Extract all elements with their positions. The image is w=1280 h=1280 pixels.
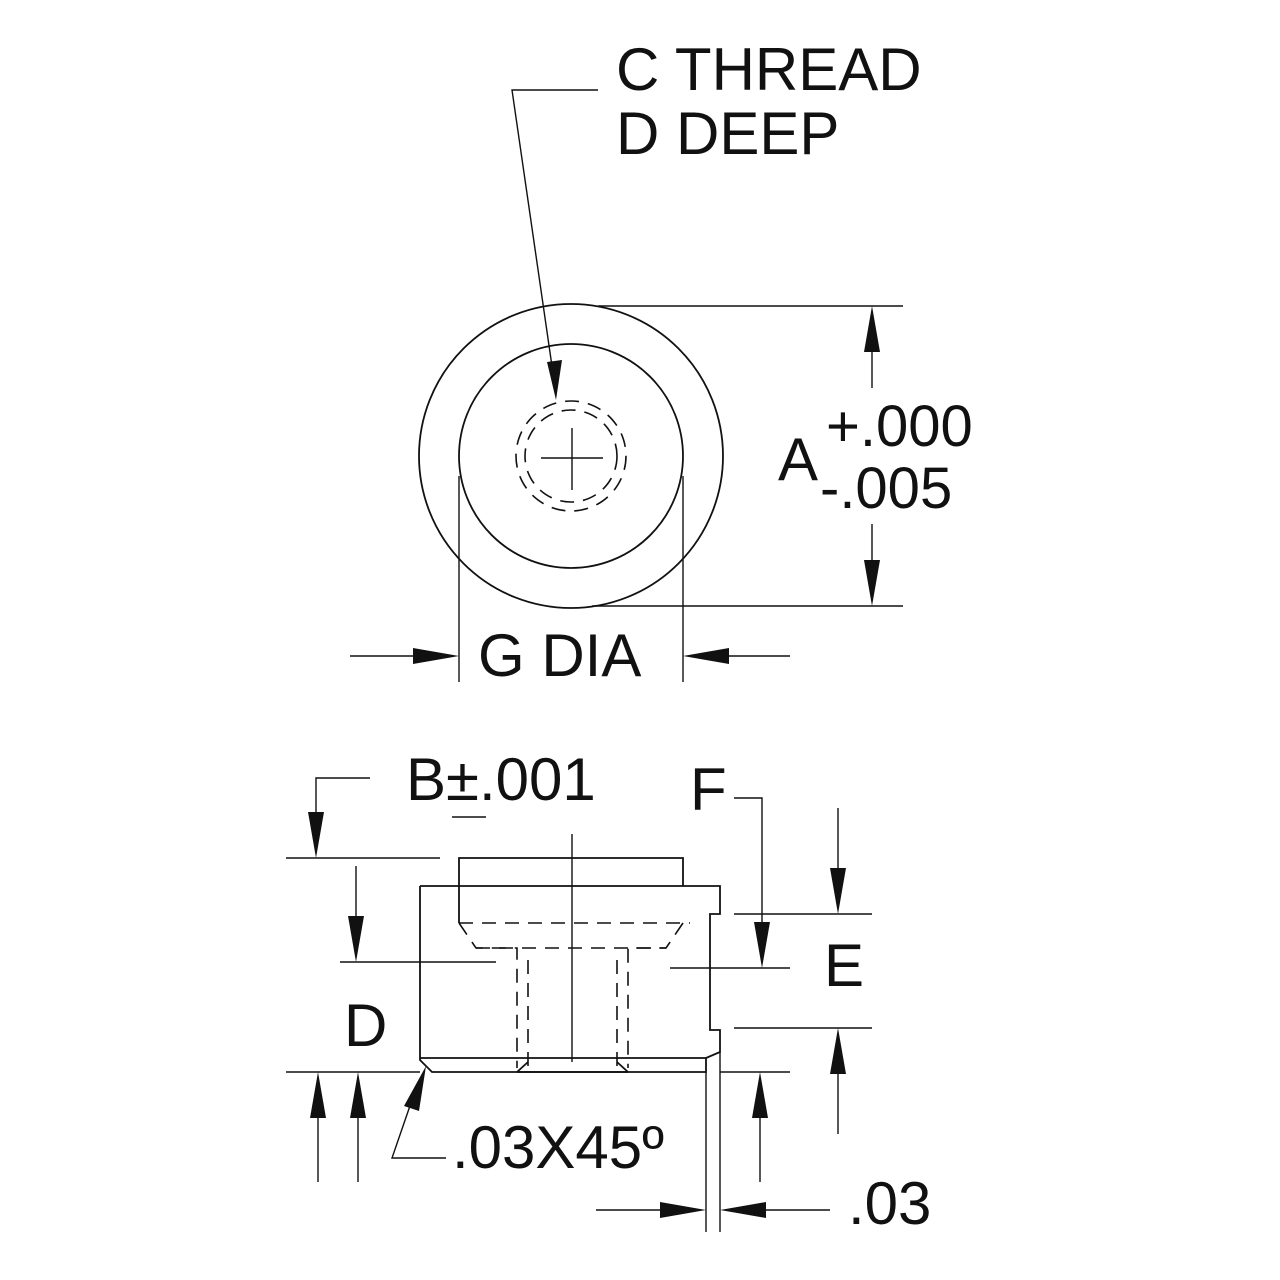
d-arrow-up-2 — [350, 1072, 366, 1118]
thread-leader — [511, 89, 598, 381]
counterbore-hidden-right — [627, 922, 684, 1068]
counterbore-hidden-left — [458, 922, 518, 1068]
thread-label-line1: C THREAD — [616, 36, 922, 103]
d-label: D — [344, 992, 387, 1059]
e-arrow-down — [830, 868, 846, 914]
chamfer-label: .03X45º — [452, 1114, 664, 1181]
body-outline — [419, 885, 721, 1073]
b-arrow-down-2 — [348, 916, 364, 962]
a-letter-label: A — [778, 426, 818, 493]
b-leader — [315, 777, 370, 820]
a-tolerance-minus: -.005 — [820, 456, 952, 521]
e-label: E — [824, 932, 864, 999]
bore-chamfer-right — [616, 1061, 629, 1073]
g-dia-label: G DIA — [478, 622, 641, 689]
thread-hidden-circle — [515, 400, 627, 512]
d-arrow-up-1 — [310, 1072, 326, 1118]
dim03-arrow-up — [752, 1072, 768, 1118]
a-arrow-up — [864, 306, 880, 352]
thread-hidden-circle-inner — [524, 409, 618, 503]
f-leader — [734, 797, 763, 922]
dim03-label: .03 — [848, 1170, 931, 1237]
dim03-arrow-right — [660, 1202, 706, 1218]
inner-circle — [458, 343, 684, 569]
a-arrow-down — [864, 560, 880, 606]
b-arrow-down — [308, 812, 324, 858]
thread-label-line2: D DEEP — [616, 100, 839, 167]
top-view — [350, 89, 903, 682]
chamfer-arrow — [404, 1066, 426, 1111]
bore-chamfer-left — [516, 1061, 529, 1073]
f-label: F — [690, 756, 727, 823]
a-tolerance-plus: +.000 — [826, 394, 973, 459]
b-tolerance-label: B±.001 — [406, 746, 596, 813]
dim03-arrow-left — [720, 1202, 766, 1218]
g-arrow-left — [413, 648, 459, 664]
head-outline — [458, 857, 684, 923]
outer-circle — [418, 303, 724, 609]
thread-leader-arrow — [547, 360, 562, 400]
chamfer-leader — [391, 1099, 446, 1159]
f-arrow-down — [754, 922, 770, 968]
e-arrow-up — [830, 1028, 846, 1074]
g-arrow-right — [683, 648, 729, 664]
side-view — [286, 777, 872, 1232]
